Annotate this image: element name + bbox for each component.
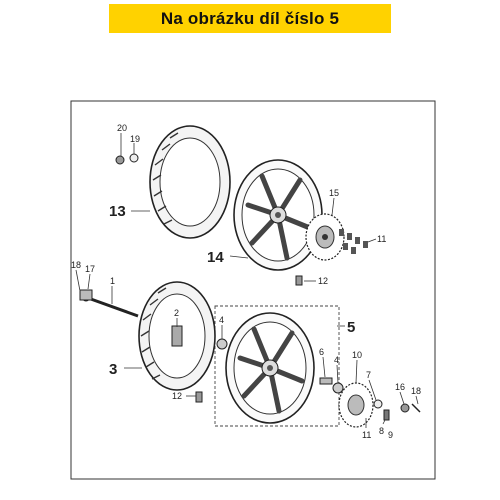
callout-2: 2 xyxy=(174,308,179,318)
callout-10: 10 xyxy=(352,350,362,360)
callout-16: 16 xyxy=(395,382,405,392)
callout-14: 14 xyxy=(207,249,224,266)
callout-11-top: 11 xyxy=(377,234,386,244)
callout-8: 8 xyxy=(379,426,384,436)
title-banner: Na obrázku díl číslo 5 xyxy=(109,4,391,33)
rear-wheel-rim xyxy=(233,159,323,271)
disc-bolts-top xyxy=(339,229,368,254)
valve-bottom xyxy=(195,391,203,403)
callout-13: 13 xyxy=(109,203,126,220)
axle-spacer-left xyxy=(79,289,93,301)
bearing-left xyxy=(216,338,228,350)
front-brake-disc xyxy=(338,382,374,428)
callout-4-right: 4 xyxy=(334,355,339,365)
banner-text: Na obrázku díl číslo 5 xyxy=(160,8,340,28)
callout-18-left: 18 xyxy=(71,260,81,270)
callout-20: 20 xyxy=(117,123,127,133)
callout-6: 6 xyxy=(319,347,324,357)
diagram-frame xyxy=(70,100,436,480)
callout-12-top: 12 xyxy=(318,276,328,286)
leader-lines xyxy=(75,133,419,428)
callout-17: 17 xyxy=(85,264,95,274)
callout-15: 15 xyxy=(329,188,339,198)
callout-11-bottom: 11 xyxy=(362,430,371,440)
callout-19: 19 xyxy=(130,134,140,144)
callout-9: 9 xyxy=(388,430,393,440)
rear-tyre xyxy=(149,125,231,239)
hub-spacer xyxy=(319,377,333,385)
rear-brake-disc xyxy=(305,213,345,261)
callout-3: 3 xyxy=(109,361,117,378)
nut-washer-top xyxy=(115,153,139,165)
front-tyre xyxy=(138,281,216,391)
valve-top xyxy=(295,275,303,286)
callout-5: 5 xyxy=(347,319,355,336)
callout-7: 7 xyxy=(366,370,371,380)
front-wheel-rim xyxy=(225,312,315,424)
callout-1: 1 xyxy=(110,276,115,286)
callout-18-right: 18 xyxy=(411,386,421,396)
callout-12-bottom: 12 xyxy=(172,391,182,401)
front-hardware xyxy=(373,399,421,421)
bearing-right xyxy=(332,382,344,394)
part-5-highlight-box xyxy=(214,305,340,427)
callout-4-left: 4 xyxy=(219,315,224,325)
